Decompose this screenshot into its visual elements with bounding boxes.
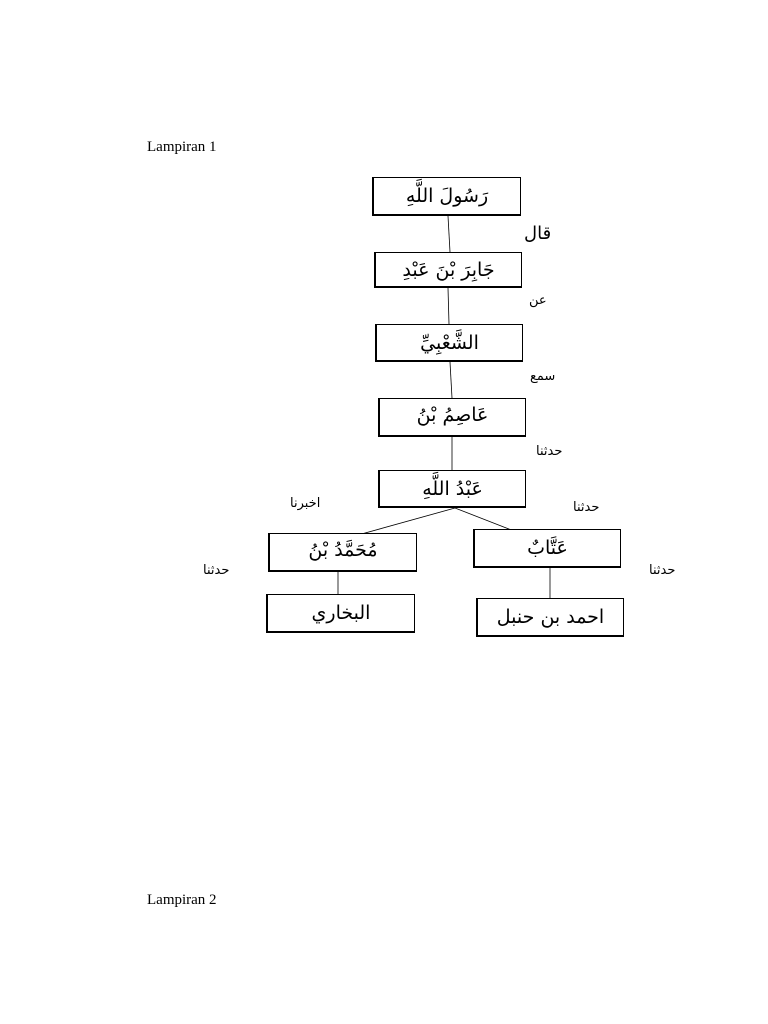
lampiran-1-heading: Lampiran 1 xyxy=(147,139,217,155)
transmission-label-an: عن xyxy=(529,293,547,308)
narrator-name-ashim: عَاصِمُ بْنُ xyxy=(416,404,489,426)
connector-jabir-syabi xyxy=(447,287,450,325)
transmission-label-akhbarana: اخبرنا xyxy=(290,496,321,511)
narrator-box-muhammad: مُحَمَّدُ بْنُ xyxy=(268,533,417,572)
transmission-label-haddatsana-abdullah: حدثنا xyxy=(536,444,563,459)
narrator-name-ahmad-bin-hanbal: احمد بن حنبل xyxy=(496,606,605,628)
transmission-label-samia: سمع xyxy=(530,369,556,384)
transmission-label-haddatsana-attab: حدثنا xyxy=(573,500,600,515)
narrator-box-bukhari: البخاري xyxy=(266,594,415,633)
lampiran-2-heading: Lampiran 2 xyxy=(147,892,217,908)
narrator-box-jabir: جَابِرَ بْنَ عَبْدِ xyxy=(374,252,522,288)
narrator-box-ahmad-bin-hanbal: احمد بن حنبل xyxy=(476,598,624,637)
narrator-name-muhammad: مُحَمَّدُ بْنُ xyxy=(308,539,378,561)
narrator-name-attab: عَتَّابٌ xyxy=(527,537,568,559)
narrator-name-jabir: جَابِرَ بْنَ عَبْدِ xyxy=(402,258,495,281)
narrator-name-abdullah: عَبْدُ اللَّهِ xyxy=(422,477,483,500)
transmission-label-haddatsana-bukhari: حدثنا xyxy=(203,563,230,578)
connector-rasul-jabir xyxy=(447,215,451,253)
narrator-box-syabi: الشَّعْبِيِّ xyxy=(375,324,523,362)
transmission-label-qala: قال xyxy=(524,223,552,244)
narrator-box-abdullah: عَبْدُ اللَّهِ xyxy=(378,470,526,508)
transmission-label-haddatsana-ahmad: حدثنا xyxy=(649,563,676,578)
connector-syabi-ashim xyxy=(449,361,453,399)
narrator-box-rasulullah: رَسُولَ اللَّهِ xyxy=(372,177,521,216)
narrator-name-bukhari: البخاري xyxy=(311,602,371,624)
narrator-box-attab: عَتَّابٌ xyxy=(473,529,621,568)
narrator-name-rasulullah: رَسُولَ اللَّهِ xyxy=(405,185,489,207)
narrator-box-ashim: عَاصِمُ بْنُ xyxy=(378,398,526,437)
narrator-name-syabi: الشَّعْبِيِّ xyxy=(420,331,479,354)
